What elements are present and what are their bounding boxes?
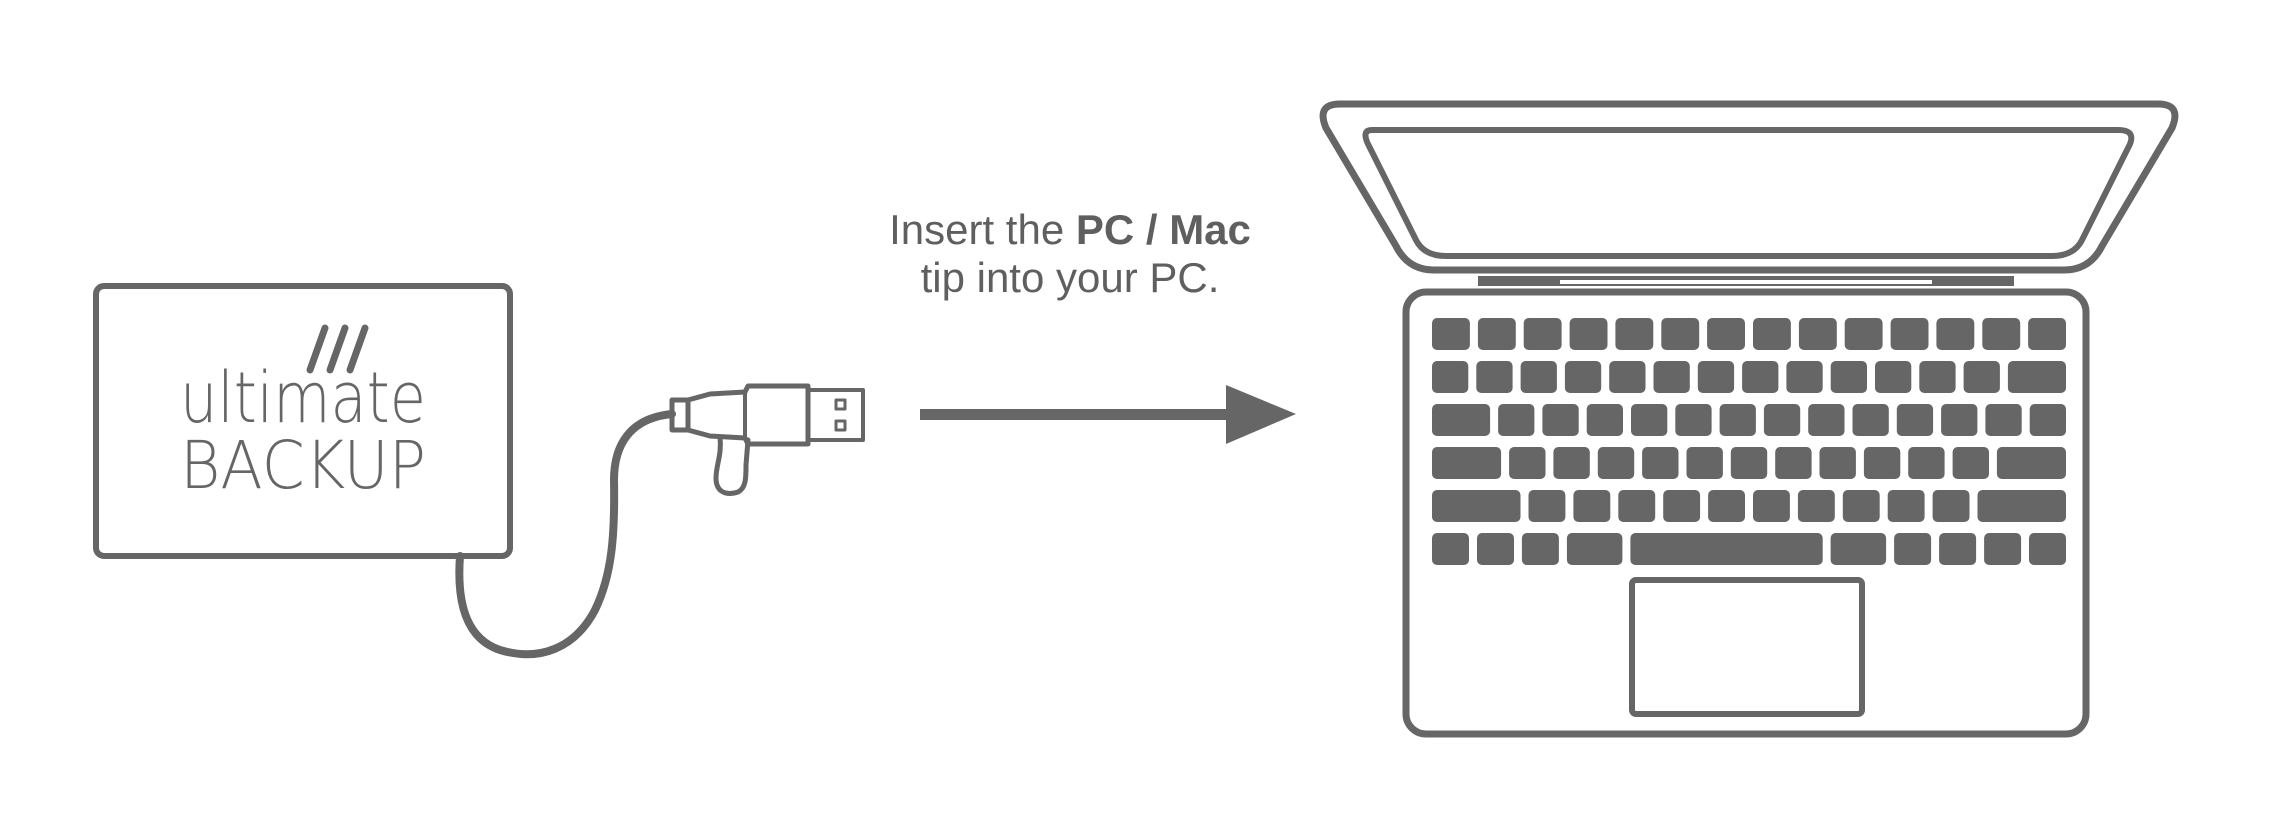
laptop-key — [1686, 447, 1723, 479]
laptop-key — [1753, 318, 1791, 350]
laptop-key — [1887, 490, 1925, 522]
laptop-key — [1936, 318, 1975, 350]
laptop-key — [1939, 533, 1977, 565]
laptop-key — [1952, 447, 1989, 479]
laptop-key — [1753, 490, 1790, 522]
laptop-key — [1477, 318, 1516, 350]
laptop-key — [1642, 447, 1679, 479]
laptop-key — [2029, 404, 2066, 436]
instruction-platform: PC / Mac — [1075, 206, 1251, 253]
laptop-key — [1742, 361, 1779, 393]
laptop-key — [2029, 533, 2066, 565]
laptop-key — [1476, 361, 1513, 393]
laptop-key — [1661, 318, 1700, 350]
laptop-key — [1982, 318, 2021, 350]
laptop-key — [1553, 447, 1590, 479]
laptop-key — [2007, 361, 2066, 393]
laptop-key — [1663, 490, 1701, 522]
laptop-key — [1797, 490, 1835, 522]
laptop-icon — [1319, 100, 2179, 738]
laptop-key — [1863, 447, 1901, 479]
arrow-right-icon — [920, 385, 1296, 444]
logo-word-backup: BACKUP — [180, 427, 426, 504]
laptop-key — [1819, 447, 1856, 479]
laptop-key — [1675, 404, 1712, 436]
laptop-key — [1875, 361, 1912, 393]
laptop-key — [1996, 447, 2066, 479]
laptop-key — [1963, 361, 2000, 393]
laptop-key — [1919, 361, 1956, 393]
laptop-trackpad — [1629, 577, 1865, 717]
laptop-key — [1908, 447, 1945, 479]
laptop-key — [1890, 318, 1929, 350]
laptop-key — [1432, 533, 1469, 565]
laptop-key — [1631, 404, 1668, 436]
laptop-key — [1432, 490, 1521, 522]
instruction-line-1: Insert the PC / Mac — [790, 206, 1350, 254]
laptop-key — [1569, 318, 1608, 350]
laptop-key — [1852, 404, 1889, 436]
laptop-key — [1542, 404, 1579, 436]
laptop-key — [1653, 361, 1690, 393]
laptop-key — [1830, 361, 1867, 393]
instruction-prefix: Insert the — [889, 206, 1076, 253]
laptop-key — [1597, 447, 1635, 479]
laptop-key — [1564, 361, 1602, 393]
laptop-key — [1573, 490, 1611, 522]
laptop-key — [1707, 318, 1745, 350]
usb-cable-icon — [455, 383, 865, 659]
laptop-key — [1432, 404, 1491, 436]
laptop-key — [1432, 447, 1502, 479]
laptop-key — [1566, 533, 1623, 565]
laptop-key — [1842, 490, 1880, 522]
logo-word-ultimate: ultimate — [180, 357, 426, 439]
laptop-key — [1941, 404, 1978, 436]
laptop-key — [1523, 318, 1562, 350]
laptop-key — [1586, 404, 1623, 436]
laptop-key — [1977, 490, 2066, 522]
laptop-key — [1984, 533, 2022, 565]
laptop-key — [1775, 447, 1812, 479]
instruction-text: Insert the PC / Mac tip into your PC. — [790, 206, 1350, 302]
instruction-line-2: tip into your PC. — [920, 254, 1220, 301]
hard-drive-icon: ultimate BACKUP — [93, 283, 513, 559]
laptop-key — [1719, 404, 1756, 436]
laptop-key — [1932, 490, 1970, 522]
laptop-key — [1498, 404, 1535, 436]
laptop-key — [1477, 533, 1514, 565]
laptop-key — [1615, 318, 1654, 350]
laptop-key — [1830, 533, 1887, 565]
laptop-key — [1786, 361, 1823, 393]
laptop-key — [1798, 318, 1837, 350]
laptop-key — [1730, 447, 1768, 479]
laptop-key — [1985, 404, 2022, 436]
laptop-key — [1896, 404, 1934, 436]
laptop-key — [1844, 318, 1883, 350]
laptop-key — [1808, 404, 1845, 436]
logo-slash-marks — [306, 324, 369, 374]
laptop-key — [1697, 361, 1735, 393]
laptop-key — [1609, 361, 1646, 393]
laptop-key — [1520, 361, 1557, 393]
laptop-key — [1432, 361, 1469, 393]
laptop-key — [1708, 490, 1745, 522]
laptop-key — [1894, 533, 1932, 565]
laptop-key — [1630, 533, 1823, 565]
laptop-key — [1521, 533, 1559, 565]
laptop-key — [1432, 318, 1470, 350]
laptop-keyboard — [1432, 318, 2066, 565]
laptop-key — [2028, 318, 2066, 350]
laptop-key — [1528, 490, 1566, 522]
laptop-key — [1763, 404, 1801, 436]
laptop-key — [1618, 490, 1656, 522]
laptop-key — [1509, 447, 1546, 479]
